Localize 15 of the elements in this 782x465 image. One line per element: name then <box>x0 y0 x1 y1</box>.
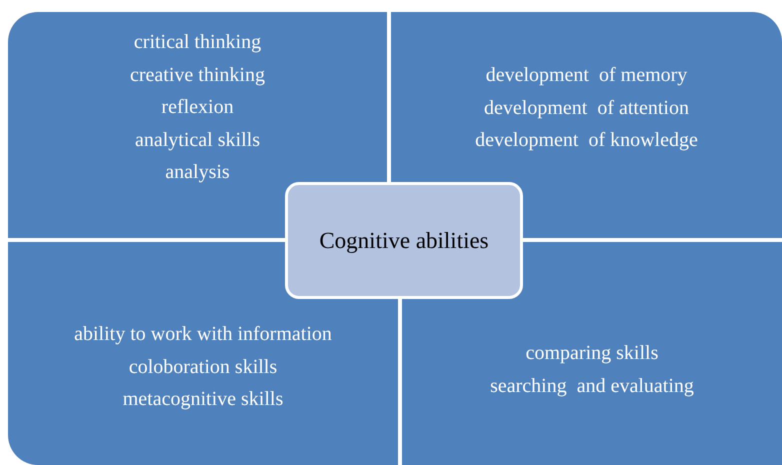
center-title: Cognitive abilities <box>319 228 489 254</box>
skill-item: critical thinking <box>134 30 262 55</box>
skill-item: development of memory <box>486 63 688 88</box>
skill-item: analysis <box>165 160 230 185</box>
skill-item: comparing skills <box>526 341 658 366</box>
skill-item: metacognitive skills <box>122 387 284 412</box>
center-box <box>285 182 523 299</box>
skill-item: reflexion <box>161 95 234 120</box>
skill-item: development of knowledge <box>475 128 698 153</box>
skill-item: creative thinking <box>130 62 265 88</box>
skill-item: searching and evaluating <box>490 374 694 398</box>
skill-item: analytical skills <box>135 128 260 152</box>
skill-item: development of attention <box>484 96 689 120</box>
skill-item: coloboration skills <box>128 354 278 380</box>
skill-item: ability to work with information <box>74 322 332 347</box>
